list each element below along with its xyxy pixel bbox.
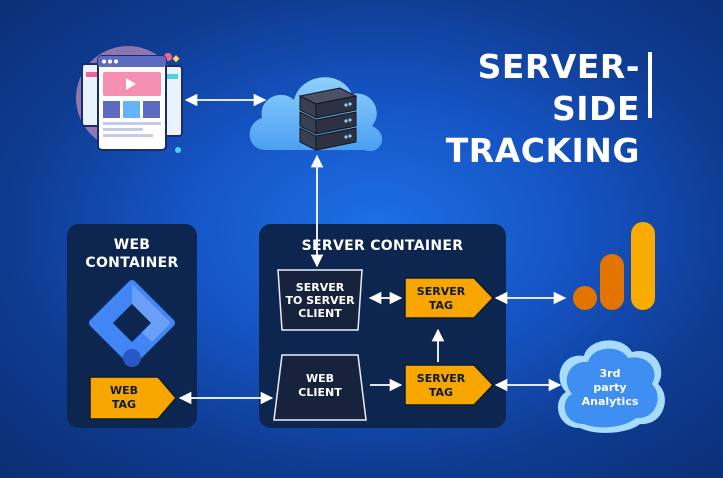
s2s-client-label-3: CLIENT	[298, 307, 342, 320]
cloud-server-stack-icon	[249, 77, 383, 152]
third-party-analytics-node: 3rd party Analytics	[557, 340, 665, 433]
s2s-client-node: SERVER TO SERVER CLIENT	[277, 269, 363, 331]
server-tag-top-label-1: SERVER	[417, 285, 466, 298]
web-tag-node: WEB TAG	[89, 376, 177, 420]
s2s-client-label-2: TO SERVER	[285, 294, 355, 307]
page-title: SERVER-SIDE TRACKING	[396, 46, 640, 172]
server-tag-top-node: SERVER TAG	[404, 277, 495, 319]
server-tag-bottom-label-1: SERVER	[417, 372, 466, 385]
web-tag-label-2: TAG	[112, 398, 136, 411]
third-party-label-3: Analytics	[582, 395, 639, 408]
web-client-label-2: CLIENT	[298, 386, 342, 399]
server-tag-top-label-2: TAG	[429, 299, 453, 312]
web-client-label-1: WEB	[306, 372, 334, 385]
title-line-2: TRACKING	[445, 131, 640, 170]
server-tag-bottom-node: SERVER TAG	[404, 364, 495, 406]
third-party-label-1: 3rd	[600, 367, 621, 380]
google-tag-manager-logo	[89, 280, 175, 367]
server-tag-bottom-label-2: TAG	[429, 386, 453, 399]
browser-window-illustration	[76, 46, 183, 153]
s2s-client-label-1: SERVER	[296, 281, 345, 294]
third-party-label-2: party	[593, 381, 626, 394]
web-container-title: WEB CONTAINER	[67, 236, 197, 272]
server-container-title: SERVER CONTAINER	[301, 238, 464, 254]
title-line-1: SERVER-SIDE	[477, 47, 640, 128]
connectors	[178, 93, 567, 405]
web-tag-label-1: WEB	[110, 384, 138, 397]
web-client-node: WEB CLIENT	[273, 354, 367, 421]
web-container-title-line-1: WEB	[113, 237, 151, 253]
web-container-title-line-2: CONTAINER	[85, 255, 179, 271]
title-divider	[648, 52, 652, 118]
google-analytics-logo	[573, 222, 655, 310]
